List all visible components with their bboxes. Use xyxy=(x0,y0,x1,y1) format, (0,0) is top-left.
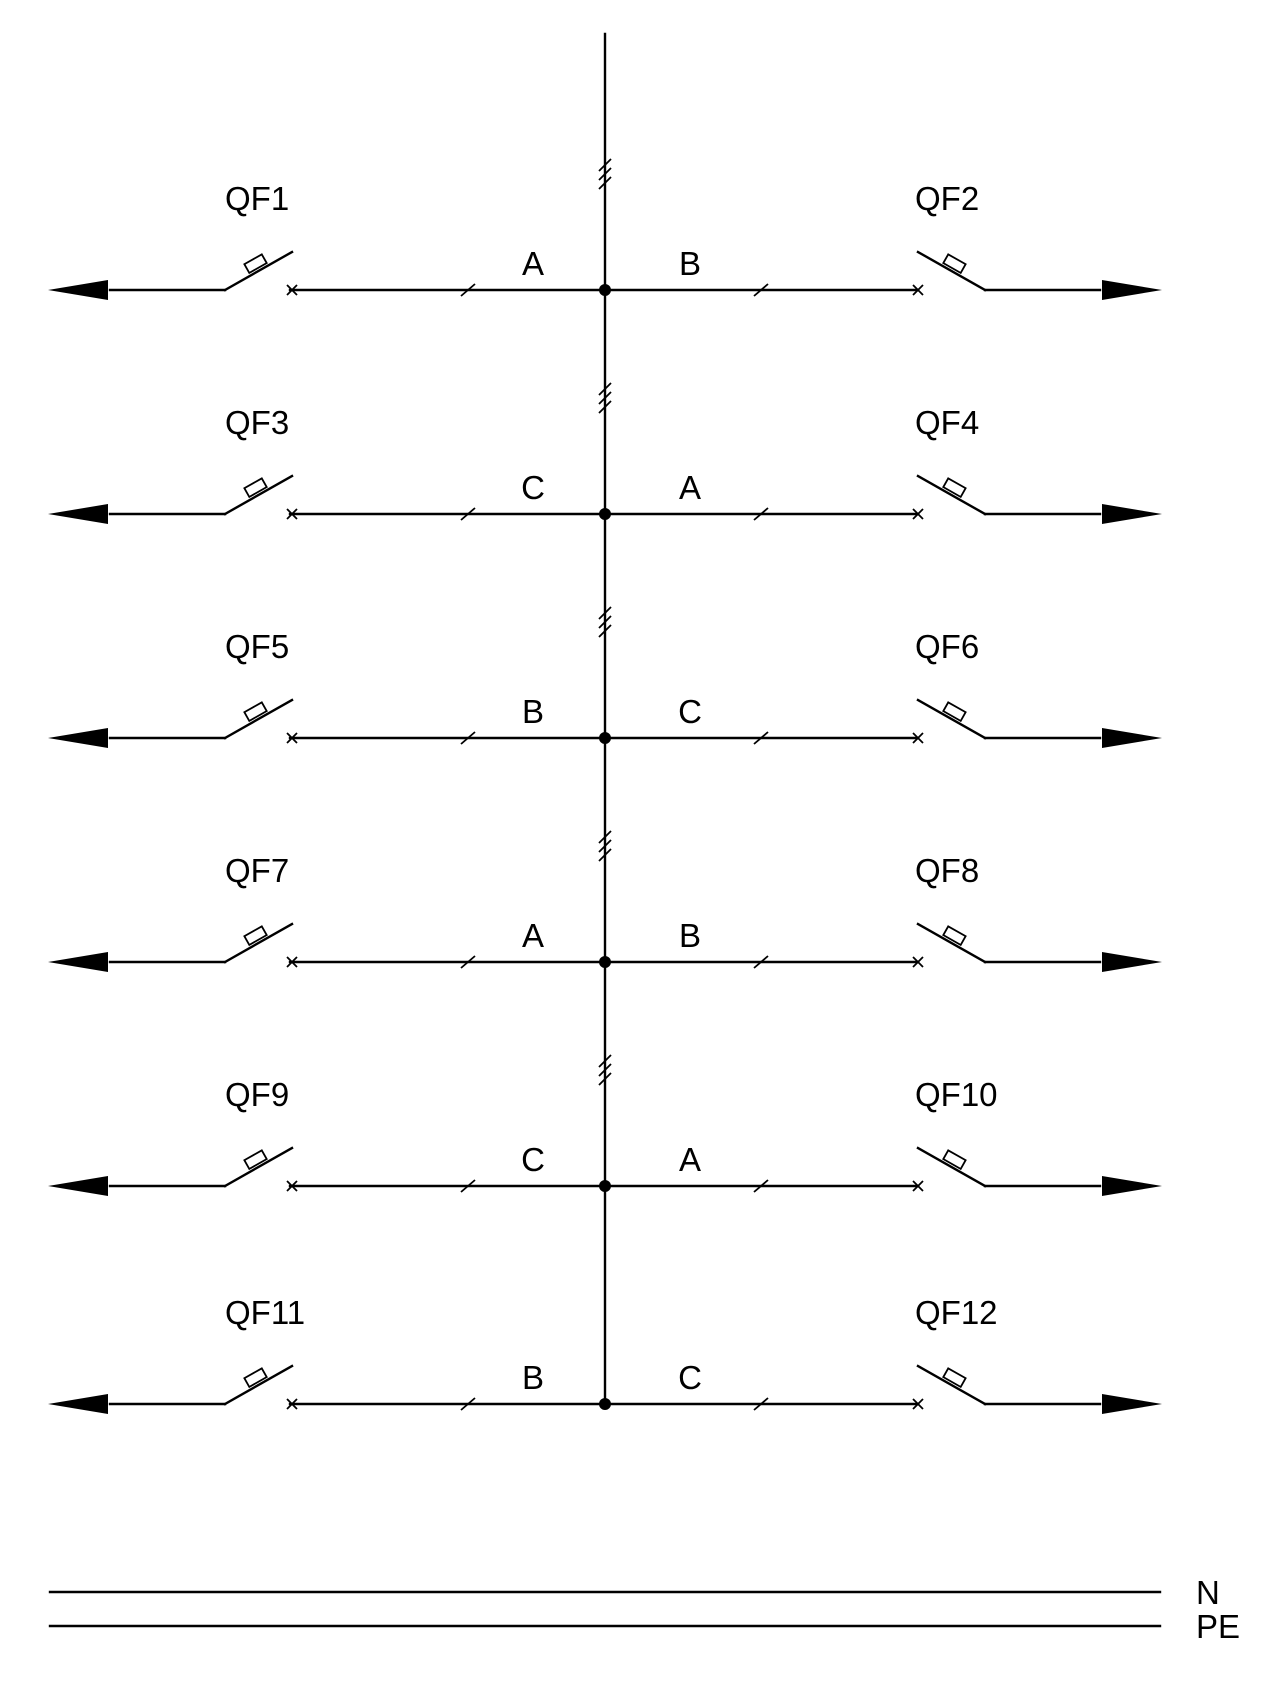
right-arrow-icon xyxy=(1102,1394,1162,1414)
right-breaker-trip-icon xyxy=(942,253,967,275)
feeder-row xyxy=(48,698,1162,748)
left-arrow-icon xyxy=(48,280,108,300)
left-breaker-blade xyxy=(223,250,294,292)
right-phase-tick xyxy=(753,507,769,521)
right-breaker-trip-icon xyxy=(942,925,967,947)
left-breaker-label: QF11 xyxy=(225,1294,305,1331)
right-phase-label: C xyxy=(678,1359,702,1396)
feeder-row xyxy=(48,1364,1162,1414)
right-breaker-label: QF12 xyxy=(915,1294,998,1331)
right-arrow-icon xyxy=(1102,1176,1162,1196)
left-breaker-cross xyxy=(286,732,298,744)
three-phase-marker xyxy=(598,382,612,414)
right-breaker-trip-icon xyxy=(942,477,967,499)
left-phase-tick xyxy=(460,1397,476,1411)
right-breaker-trip-icon xyxy=(942,701,967,723)
left-breaker-blade xyxy=(223,1146,294,1188)
right-phase-label: A xyxy=(679,1141,701,1178)
right-breaker-blade xyxy=(916,1364,987,1406)
left-arrow-icon xyxy=(48,1394,108,1414)
right-arrow-icon xyxy=(1102,728,1162,748)
left-phase-label: C xyxy=(521,1141,545,1178)
right-breaker-blade xyxy=(916,1146,987,1188)
three-phase-marker xyxy=(598,1054,612,1086)
right-phase-tick xyxy=(753,731,769,745)
left-phase-label: C xyxy=(521,469,545,506)
right-breaker-cross xyxy=(912,1398,924,1410)
feeder-row xyxy=(48,1146,1162,1196)
right-breaker-blade xyxy=(916,474,987,516)
right-breaker-blade xyxy=(916,698,987,740)
left-breaker-cross xyxy=(286,956,298,968)
left-breaker-label: QF5 xyxy=(225,628,289,665)
left-phase-label: A xyxy=(522,245,544,282)
left-breaker-blade xyxy=(223,922,294,964)
right-breaker-cross xyxy=(912,732,924,744)
left-breaker-label: QF7 xyxy=(225,852,289,889)
right-breaker-label: QF6 xyxy=(915,628,979,665)
left-breaker-cross xyxy=(286,1180,298,1192)
feeder-row xyxy=(48,922,1162,972)
left-phase-tick xyxy=(460,731,476,745)
right-phase-label: A xyxy=(679,469,701,506)
left-breaker-label: QF9 xyxy=(225,1076,289,1113)
pe-label: PE xyxy=(1196,1608,1240,1645)
right-breaker-trip-icon xyxy=(942,1367,967,1389)
right-breaker-trip-icon xyxy=(942,1149,967,1171)
left-breaker-label: QF3 xyxy=(225,404,289,441)
feeder-row xyxy=(48,474,1162,524)
left-breaker-cross xyxy=(286,284,298,296)
right-breaker-blade xyxy=(916,250,987,292)
right-arrow-icon xyxy=(1102,280,1162,300)
right-breaker-cross xyxy=(912,508,924,520)
right-arrow-icon xyxy=(1102,952,1162,972)
right-breaker-label: QF4 xyxy=(915,404,979,441)
left-phase-label: A xyxy=(522,917,544,954)
left-breaker-trip-icon xyxy=(243,477,268,499)
left-phase-tick xyxy=(460,507,476,521)
right-phase-tick xyxy=(753,1397,769,1411)
left-breaker-trip-icon xyxy=(243,253,268,275)
left-breaker-cross xyxy=(286,1398,298,1410)
left-breaker-trip-icon xyxy=(243,925,268,947)
left-phase-label: B xyxy=(522,1359,544,1396)
right-breaker-label: QF10 xyxy=(915,1076,998,1113)
left-phase-tick xyxy=(460,955,476,969)
left-arrow-icon xyxy=(48,952,108,972)
left-breaker-trip-icon xyxy=(243,701,268,723)
right-arrow-icon xyxy=(1102,504,1162,524)
three-phase-marker xyxy=(598,606,612,638)
right-phase-label: B xyxy=(679,917,701,954)
three-phase-marker xyxy=(598,830,612,862)
feeder-row xyxy=(48,250,1162,300)
right-breaker-cross xyxy=(912,956,924,968)
left-phase-tick xyxy=(460,283,476,297)
right-breaker-label: QF2 xyxy=(915,180,979,217)
left-arrow-icon xyxy=(48,504,108,524)
left-arrow-icon xyxy=(48,728,108,748)
three-phase-marker xyxy=(598,158,612,190)
feeder-rows: QF1AQF2BQF3CQF4AQF5BQF6CQF7AQF8BQF9CQF10… xyxy=(48,32,1162,1414)
right-phase-tick xyxy=(753,1179,769,1193)
right-phase-label: C xyxy=(678,693,702,730)
right-breaker-cross xyxy=(912,1180,924,1192)
right-breaker-cross xyxy=(912,284,924,296)
left-breaker-blade xyxy=(223,1364,294,1406)
neutral-label: N xyxy=(1196,1574,1220,1611)
left-breaker-trip-icon xyxy=(243,1367,268,1389)
right-breaker-label: QF8 xyxy=(915,852,979,889)
left-breaker-blade xyxy=(223,474,294,516)
right-phase-label: B xyxy=(679,245,701,282)
right-phase-tick xyxy=(753,283,769,297)
left-breaker-label: QF1 xyxy=(225,180,289,217)
left-phase-tick xyxy=(460,1179,476,1193)
left-breaker-blade xyxy=(223,698,294,740)
left-breaker-cross xyxy=(286,508,298,520)
right-phase-tick xyxy=(753,955,769,969)
right-breaker-blade xyxy=(916,922,987,964)
left-breaker-trip-icon xyxy=(243,1149,268,1171)
left-phase-label: B xyxy=(522,693,544,730)
left-arrow-icon xyxy=(48,1176,108,1196)
